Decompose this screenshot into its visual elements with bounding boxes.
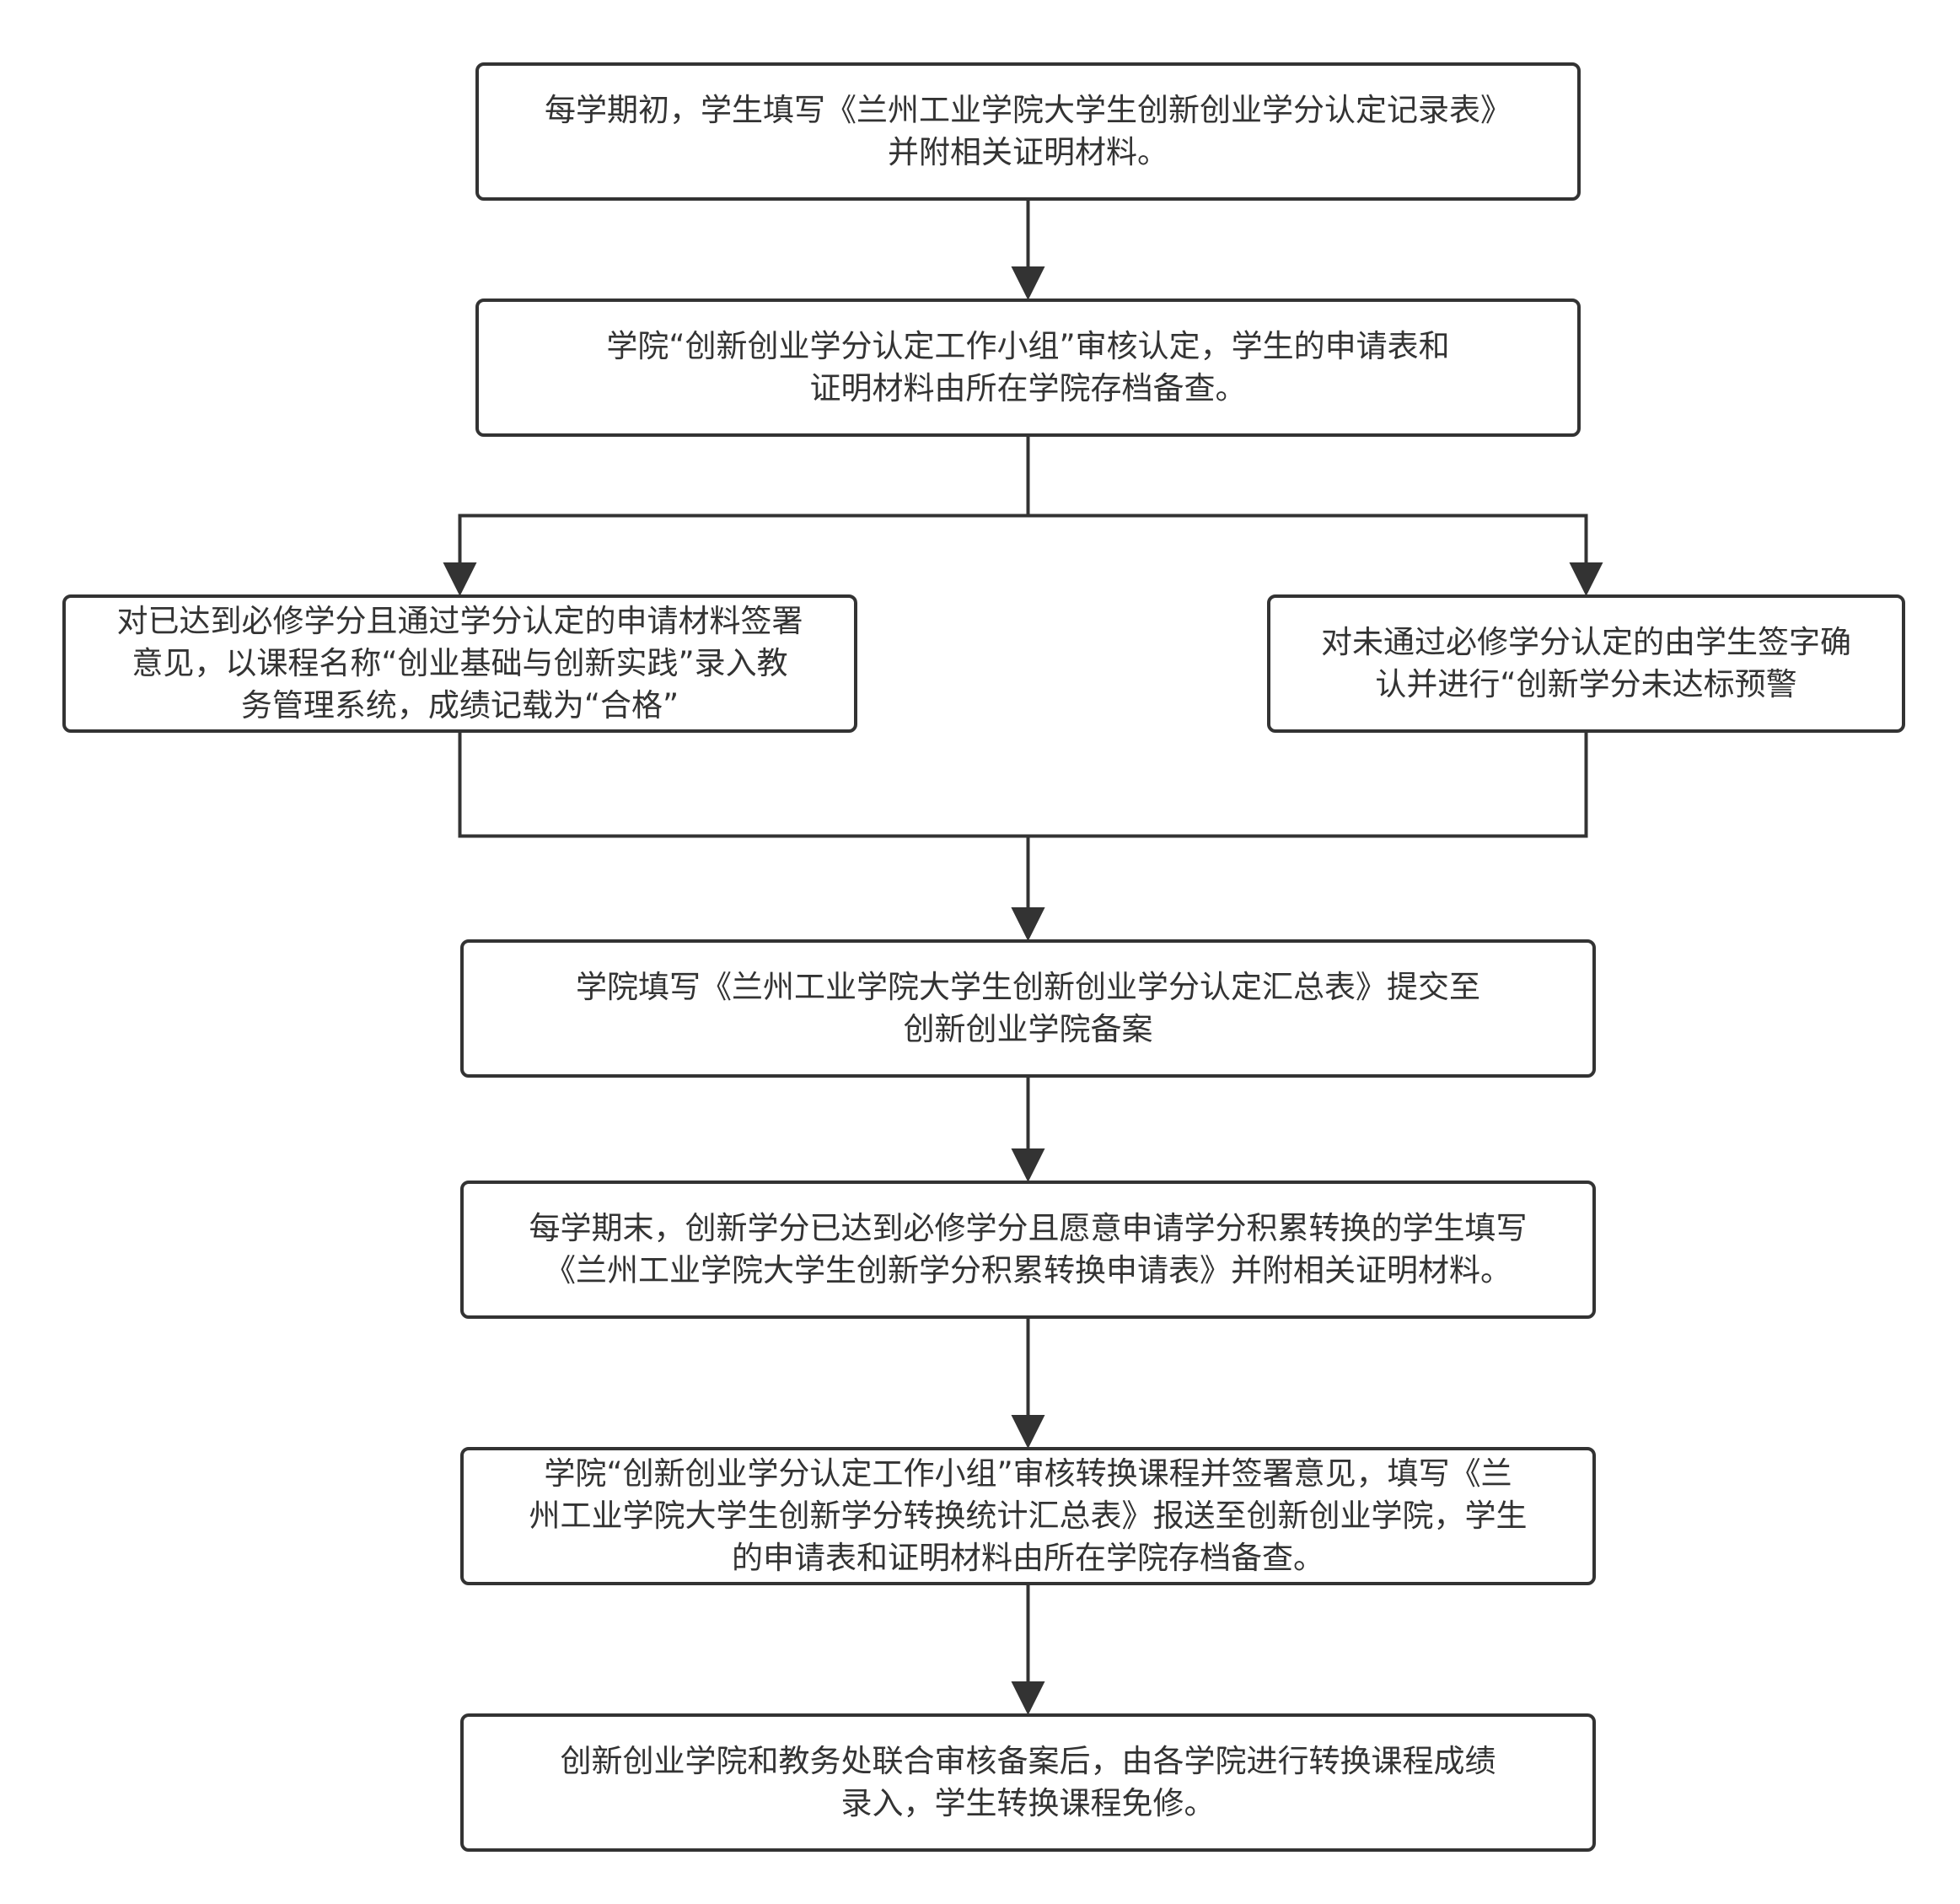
node-text: 每学期初，学生填写《兰州工业学院大学生创新创业学分认定记录表》 并附相关证明材料… [545, 89, 1512, 174]
node-line: 对未通过必修学分认定的由学生签字确 [1321, 624, 1851, 660]
connector-n2-n3 [443, 437, 1030, 596]
node-line: 每学期末，创新学分已达到必修学分且愿意申请学分积累转换的学生填写 [529, 1210, 1528, 1246]
step-conversion-review: 学院“创新创业学分认定工作小组”审核转换课程并签署意见，填写《兰 州工业学院大学… [460, 1447, 1596, 1585]
node-text: 对已达到必修学分且通过学分认定的申请材料签署 意见，以课程名称“创业基础与创新实… [117, 600, 803, 727]
node-line: 州工业学院大学生创新学分转换统计汇总表》报送至创新创业学院，学生 [529, 1498, 1528, 1534]
node-line: 学院“创新创业学分认定工作小组”审核转换课程并签署意见，填写《兰 [544, 1455, 1512, 1492]
node-text: 创新创业学院和教务处联合审核备案后，由各学院进行转换课程成绩 录入，学生转换课程… [561, 1740, 1496, 1825]
node-line: 创新创业学院备案 [903, 1011, 1153, 1047]
node-line: 证明材料由所在学院存档备查。 [809, 370, 1247, 406]
node-line: 对已达到必修学分且通过学分认定的申请材料签署 [116, 603, 803, 639]
node-text: 对未通过必修学分认定的由学生签字确 认并进行“创新学分未达标预警 [1321, 621, 1851, 706]
step-semester-start-record: 每学期初，学生填写《兰州工业学院大学生创新创业学分认定记录表》 并附相关证明材料… [475, 62, 1581, 201]
node-line: 并附相关证明材料。 [888, 134, 1168, 170]
node-line: 创新创业学院和教务处联合审核备案后，由各学院进行转换课程成绩 [560, 1743, 1496, 1779]
node-line: 学院填写《兰州工业学院大学生创新创业学分认定汇总表》提交至 [576, 969, 1480, 1005]
step-college-review: 学院“创新创业学分认定工作小组”审核认定，学生的申请表和 证明材料由所在学院存档… [475, 299, 1581, 437]
step-joint-review-exemption: 创新创业学院和教务处联合审核备案后，由各学院进行转换课程成绩 录入，学生转换课程… [460, 1713, 1596, 1852]
node-line: 的申请表和证明材料由所在学院存档备查。 [732, 1540, 1324, 1576]
node-text: 学院“创新创业学分认定工作小组”审核转换课程并签署意见，填写《兰 州工业学院大学… [529, 1453, 1528, 1579]
connector-n4-n5 [1011, 733, 1588, 941]
connector-n3-n5 [458, 733, 1045, 941]
node-line: 《兰州工业学院大学生创新学分积累转换申请表》并附相关证明材料。 [545, 1252, 1512, 1288]
step-summary-submit: 学院填写《兰州工业学院大学生创新创业学分认定汇总表》提交至 创新创业学院备案 [460, 939, 1596, 1078]
node-line: 录入，学生转换课程免修。 [840, 1785, 1216, 1821]
node-line: 意见，以课程名称“创业基础与创新实践”录入教 [132, 645, 788, 681]
node-line: 学院“创新创业学分认定工作小组”审核认定，学生的申请表和 [606, 328, 1450, 364]
step-failed-warning: 对未通过必修学分认定的由学生签字确 认并进行“创新学分未达标预警 [1267, 594, 1905, 733]
node-line: 务管理系统，成绩记载为“合格” [240, 687, 679, 723]
step-passed-record-grade: 对已达到必修学分且通过学分认定的申请材料签署 意见，以课程名称“创业基础与创新实… [62, 594, 857, 733]
node-line: 认并进行“创新学分未达标预警 [1375, 666, 1797, 702]
node-line: 每学期初，学生填写《兰州工业学院大学生创新创业学分认定记录表》 [545, 92, 1512, 128]
connector-n2-n4 [1026, 437, 1603, 596]
edges-layer [443, 201, 1603, 1715]
step-semester-end-conversion-apply: 每学期末，创新学分已达到必修学分且愿意申请学分积累转换的学生填写 《兰州工业学院… [460, 1181, 1596, 1319]
node-text: 每学期末，创新学分已达到必修学分且愿意申请学分积累转换的学生填写 《兰州工业学院… [529, 1207, 1528, 1292]
node-text: 学院“创新创业学分认定工作小组”审核认定，学生的申请表和 证明材料由所在学院存档… [606, 325, 1449, 410]
node-text: 学院填写《兰州工业学院大学生创新创业学分认定汇总表》提交至 创新创业学院备案 [576, 966, 1480, 1051]
